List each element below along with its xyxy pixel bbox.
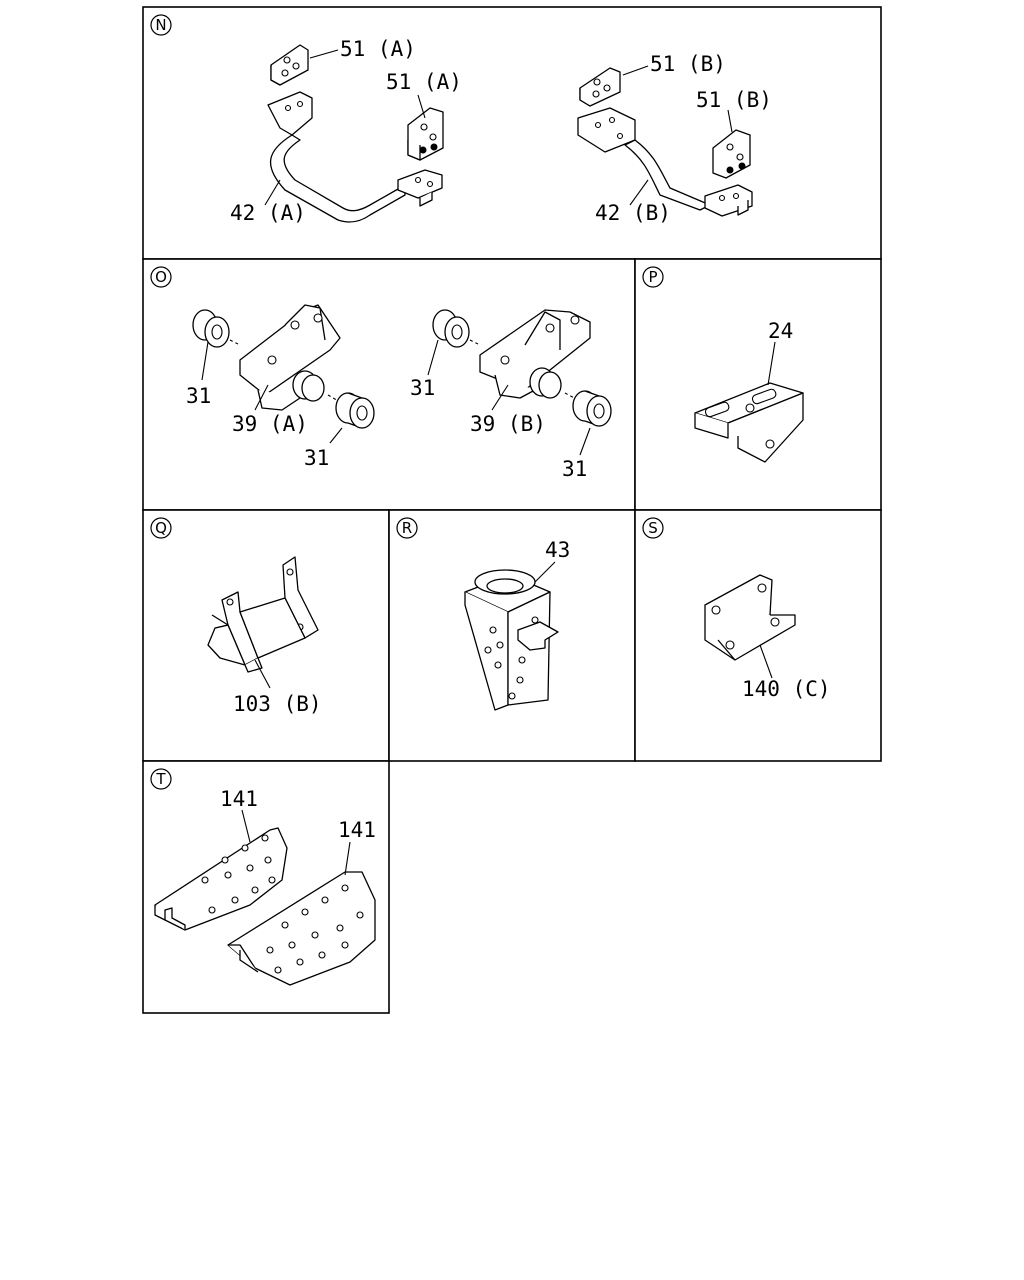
bracket-39b xyxy=(479,309,591,399)
bushing-31-right-top xyxy=(432,309,470,348)
frame-rail-141-upper xyxy=(154,827,288,931)
panel-s-badge: S xyxy=(642,517,664,539)
label-51b-right: 51 (B) xyxy=(696,88,772,112)
bracket-51a-right xyxy=(407,107,444,161)
panel-r: R 43 xyxy=(388,509,636,762)
panel-n: N 51 (A xyxy=(142,6,882,260)
label-24: 24 xyxy=(768,319,793,343)
label-31-a1: 31 xyxy=(186,384,211,408)
panel-t: T xyxy=(142,760,390,1014)
panel-n-badge-letter: N xyxy=(155,16,166,34)
panel-p: P 24 xyxy=(634,258,882,511)
label-39b: 39 (B) xyxy=(470,412,546,436)
panel-t-badge: T xyxy=(150,768,172,790)
panel-q-badge-letter: Q xyxy=(155,519,167,537)
bracket-140c xyxy=(704,574,796,661)
panel-q: Q 103 (B) xyxy=(142,509,390,762)
panel-o: O 31 39 (A) 31 xyxy=(142,258,636,511)
panel-s: S 140 (C) xyxy=(634,509,882,762)
label-51a-right: 51 (A) xyxy=(386,70,462,94)
panel-t-badge-letter: T xyxy=(155,770,166,788)
panel-r-badge: R xyxy=(396,517,418,539)
label-42a: 42 (A) xyxy=(230,201,306,225)
panel-o-badge-letter: O xyxy=(155,268,167,286)
bracket-51a-top xyxy=(270,44,309,86)
bushing-31-right-bottom xyxy=(572,390,612,427)
label-51a-top: 51 (A) xyxy=(340,37,416,61)
bracket-24 xyxy=(694,382,804,463)
panel-p-badge-letter: P xyxy=(648,268,657,286)
label-39a: 39 (A) xyxy=(232,412,308,436)
label-51b-top: 51 (B) xyxy=(650,52,726,76)
label-103b: 103 (B) xyxy=(233,692,322,716)
bushing-31-left-bottom xyxy=(335,392,375,429)
panel-r-badge-letter: R xyxy=(402,519,412,537)
crossmember-42a xyxy=(267,91,443,223)
panel-n-badge: N xyxy=(150,14,172,36)
label-141-lower: 141 xyxy=(338,818,376,842)
label-31-b3: 31 xyxy=(562,457,587,481)
frame-rail-141-lower xyxy=(227,871,376,986)
label-43: 43 xyxy=(545,538,570,562)
panel-p-badge: P xyxy=(642,266,664,288)
panel-n-frame xyxy=(142,6,882,260)
crossmember-42b xyxy=(577,107,753,217)
bushing-31-left-top xyxy=(192,309,230,348)
label-140c: 140 (C) xyxy=(742,677,831,701)
bracket-39a xyxy=(239,304,341,411)
label-42b: 42 (B) xyxy=(595,201,671,225)
bracket-51b-right xyxy=(712,129,751,179)
label-141-upper: 141 xyxy=(220,787,258,811)
panel-q-badge: Q xyxy=(150,517,172,539)
panel-o-badge: O xyxy=(150,266,172,288)
bracket-51b-top xyxy=(579,67,621,107)
label-31-b1: 31 xyxy=(410,376,435,400)
bracket-103b xyxy=(207,556,319,673)
panel-s-badge-letter: S xyxy=(648,519,658,537)
panel-p-frame xyxy=(634,258,882,511)
label-31-a3: 31 xyxy=(304,446,329,470)
